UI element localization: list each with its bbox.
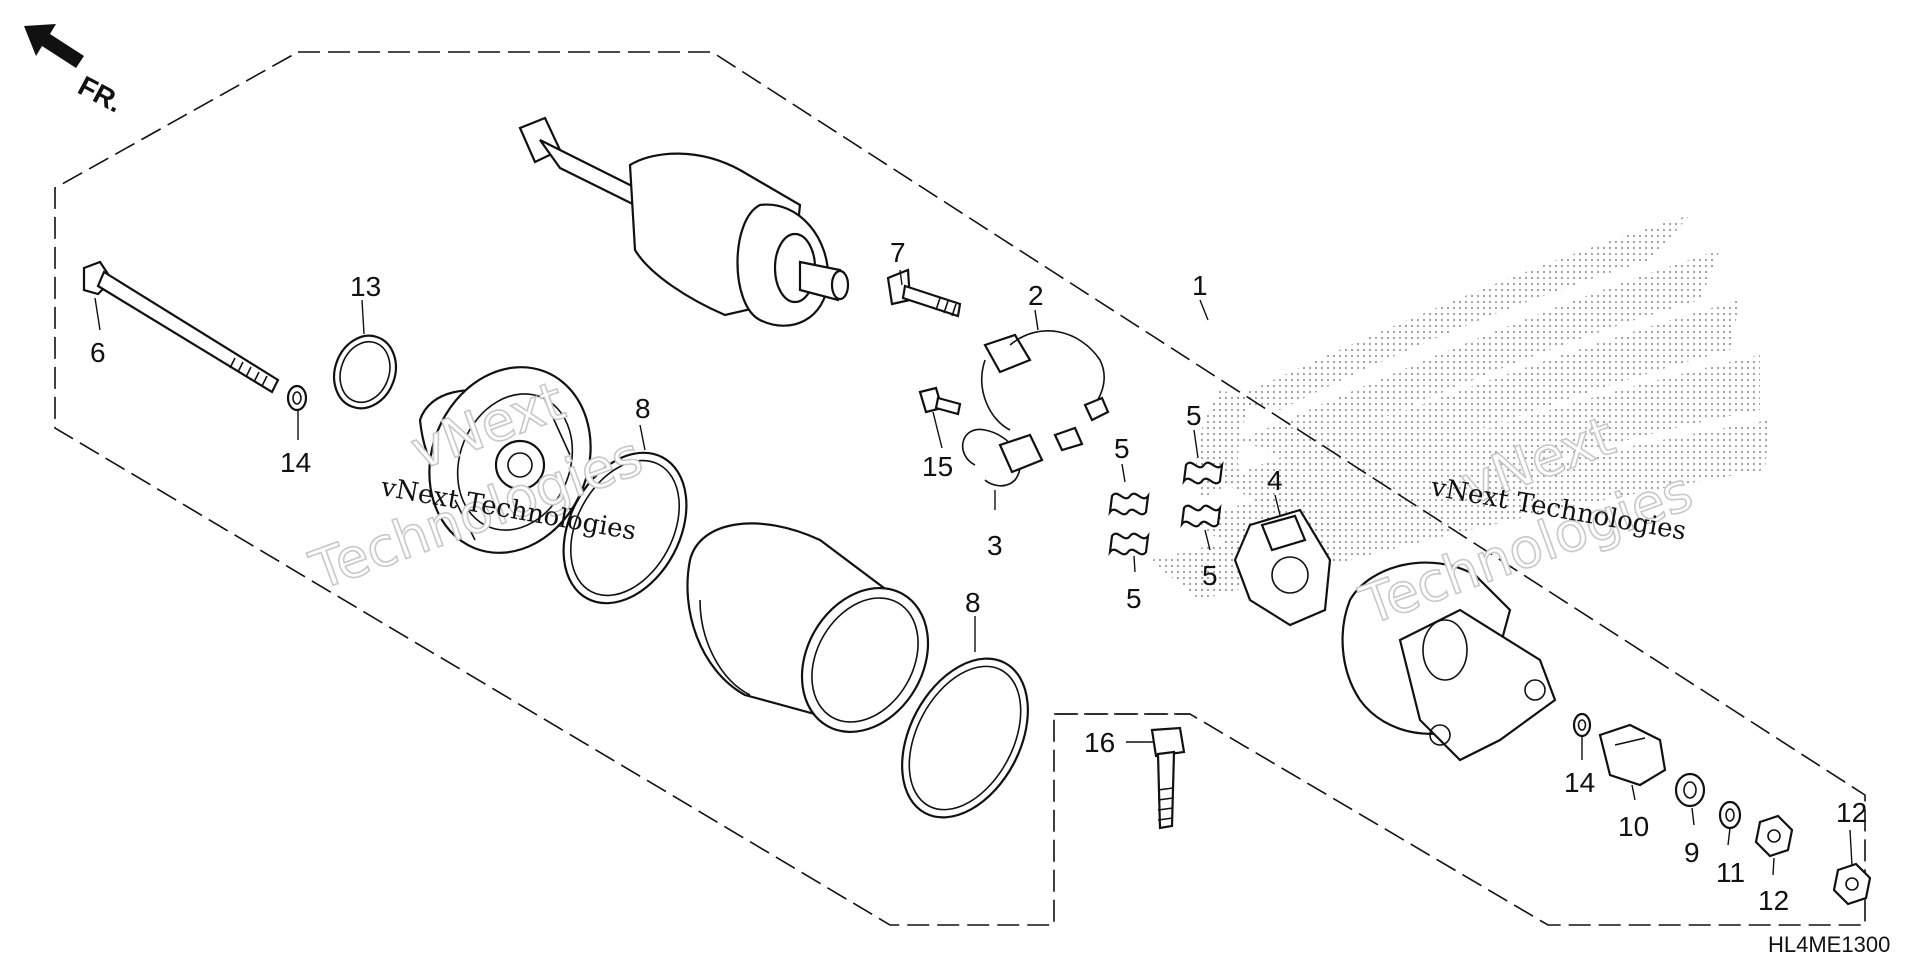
rear-cover xyxy=(1341,561,1557,762)
nut-12-loose xyxy=(1832,862,1872,906)
brush-holder-3 xyxy=(961,426,1084,487)
callout-10: 10 xyxy=(1618,811,1649,842)
terminal-bolt-7 xyxy=(886,268,962,318)
callout-16: 16 xyxy=(1084,727,1115,758)
springs-5 xyxy=(1108,461,1224,556)
washer-14-left xyxy=(286,384,308,412)
callout-3: 3 xyxy=(987,530,1003,561)
callout-14b: 14 xyxy=(1564,767,1595,798)
through-bolt-6 xyxy=(82,260,280,394)
callout-7: 7 xyxy=(890,237,906,268)
callout-14a: 14 xyxy=(280,447,311,478)
direction-label: FR. xyxy=(73,70,127,119)
callout-13: 13 xyxy=(350,271,381,302)
insulator-10 xyxy=(1598,723,1667,787)
yoke-housing xyxy=(686,522,930,734)
wing-emblem-watermark xyxy=(1150,215,1770,600)
callout-5d: 5 xyxy=(1202,560,1218,591)
brush-terminal-2 xyxy=(981,330,1110,431)
callout-5b: 5 xyxy=(1126,583,1142,614)
callout-5c: 5 xyxy=(1186,400,1202,431)
callout-8b: 8 xyxy=(965,587,981,618)
callout-4: 4 xyxy=(1267,465,1283,496)
mounting-bolt-16 xyxy=(1150,726,1186,830)
o-ring-8-left xyxy=(562,451,688,605)
callout-5a: 5 xyxy=(1114,433,1130,464)
callout-12a: 12 xyxy=(1758,885,1789,916)
callout-15: 15 xyxy=(922,451,953,482)
washer-14-right xyxy=(1572,712,1592,738)
front-cover xyxy=(418,366,601,554)
callout-2: 2 xyxy=(1028,280,1044,311)
o-ring-13 xyxy=(332,334,398,410)
callout-11: 11 xyxy=(1716,857,1745,888)
front-direction-arrow: FR. xyxy=(24,24,128,118)
leader-lines xyxy=(94,269,1853,876)
washer-11 xyxy=(1718,800,1742,830)
callout-12b: 12 xyxy=(1836,797,1867,828)
callout-9: 9 xyxy=(1684,837,1700,868)
nut-12-assembly xyxy=(1754,814,1794,858)
callout-1: 1 xyxy=(1192,270,1208,301)
armature xyxy=(518,116,850,327)
callout-6: 6 xyxy=(90,337,106,368)
o-ring-8-right xyxy=(901,657,1029,819)
callout-8a: 8 xyxy=(635,393,651,424)
screw-15 xyxy=(918,386,962,416)
brush-holder-plate-4 xyxy=(1233,508,1332,627)
diagram-code: HL4ME1300 xyxy=(1768,932,1890,957)
callouts: 1 2 3 4 5 5 5 5 6 7 8 8 9 10 11 12 12 13… xyxy=(90,237,1867,916)
washer-9 xyxy=(1674,772,1706,808)
